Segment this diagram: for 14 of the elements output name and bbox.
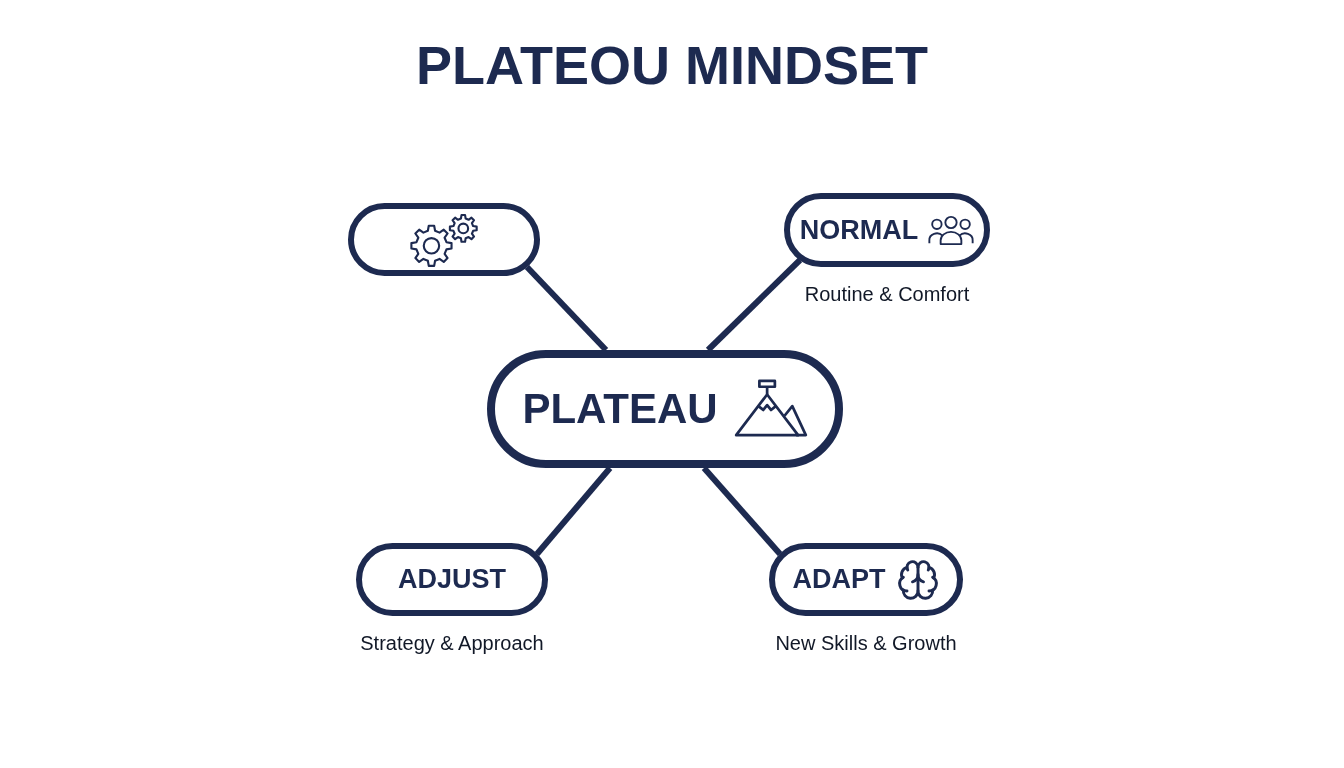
pill-node — [769, 543, 963, 616]
node-label: PLATEAU — [522, 388, 718, 430]
connector-line — [534, 466, 613, 556]
node-caption: New Skills & Growth — [775, 633, 957, 653]
pill-node — [356, 543, 548, 616]
node-label: NORMAL — [799, 216, 919, 244]
connector-line — [524, 264, 609, 353]
node-caption: Strategy & Approach — [360, 633, 544, 653]
node-label: ADAPT — [792, 566, 886, 593]
connector-line — [701, 466, 783, 556]
pill-node — [348, 203, 540, 276]
diagram-title: PLATEOU MINDSET — [416, 38, 928, 92]
node-label: ADJUST — [398, 566, 506, 593]
node-caption: Routine & Comfort — [804, 284, 970, 304]
